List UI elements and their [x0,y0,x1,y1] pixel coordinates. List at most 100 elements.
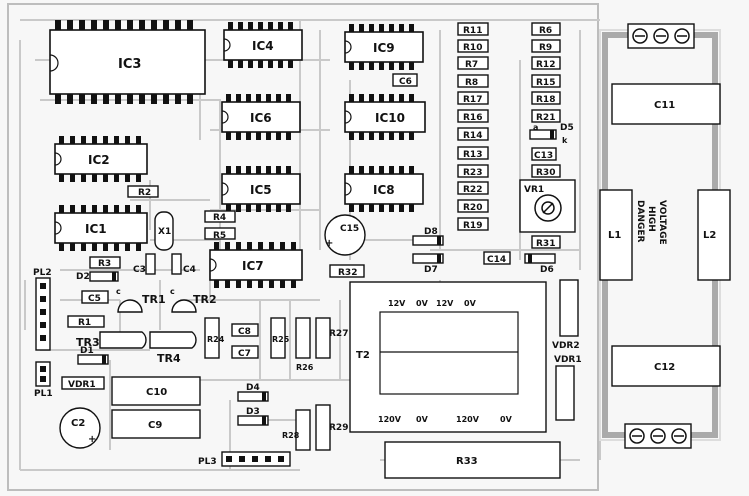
svg-text:R5: R5 [213,231,226,241]
svg-text:C4: C4 [183,265,196,275]
resistor-r22: R22 [457,181,489,195]
svg-text:R17: R17 [463,95,482,105]
resistor-r7: R7 [457,56,489,70]
svg-text:R27: R27 [329,329,348,339]
resistor-bank: R11 R10 R7 R8 R17 R16 R14 R13 R23 R22 R2… [457,22,561,249]
ic6-label: IC6 [250,111,272,125]
svg-text:C7: C7 [238,349,251,359]
crystal-x1: X1 [154,211,174,251]
transistor-tr3: TR3 [76,331,147,349]
svg-text:VR1: VR1 [524,185,544,195]
capacitor-c4: C4 [171,253,196,275]
svg-text:L2: L2 [703,230,716,241]
resistor-r26: R26 [295,317,314,372]
svg-text:R12: R12 [536,60,555,70]
resistor-r24: R24 [204,317,225,359]
terminal-block-bottom [624,423,692,449]
svg-text:C12: C12 [654,362,675,373]
svg-text:R22: R22 [463,185,482,195]
resistor-r31: R31 [531,235,561,249]
svg-text:R21: R21 [536,113,555,123]
varistor-vdr1-left: VDR1 [61,376,105,390]
svg-text:VOLTAGE: VOLTAGE [657,200,667,245]
svg-text:R25: R25 [272,335,290,344]
svg-text:R1: R1 [78,318,91,328]
svg-text:D4: D4 [246,383,260,393]
svg-text:R4: R4 [213,213,226,223]
inductor-l2: L2 [697,189,731,281]
ic9: IC9 [344,24,424,70]
capacitor-c6: C6 [392,73,418,87]
capacitor-c15: C15 + [324,214,366,256]
connector-pl3: PL3 [198,451,291,467]
svg-text:C15: C15 [340,224,359,234]
resistor-r17: R17 [457,91,489,105]
ic10: IC10 [344,94,426,140]
svg-text:0V: 0V [416,415,429,424]
svg-text:R30: R30 [536,168,555,178]
transistor-tr2: TR2 c [170,287,217,313]
connector-pl1: PL1 [34,361,53,399]
terminal-block-top [627,23,695,49]
svg-text:VDR1: VDR1 [68,380,96,390]
transistor-tr4: TR4 [149,331,197,365]
svg-text:R10: R10 [463,43,482,53]
svg-text:TR2: TR2 [193,293,217,306]
svg-text:12V: 12V [436,299,454,308]
svg-text:C2: C2 [71,418,85,429]
svg-text:PL2: PL2 [33,268,52,278]
resistor-r1: R1 [67,315,105,328]
ic2: IC2 [54,136,148,182]
svg-text:D2: D2 [76,272,90,282]
transistor-tr1: TR1 c [116,287,166,313]
ic3-label: IC3 [118,57,141,72]
svg-text:c: c [170,287,175,296]
resistor-r9: R9 [531,39,561,53]
ic9-label: IC9 [373,41,395,55]
svg-text:R8: R8 [465,78,478,88]
svg-text:12V: 12V [388,299,406,308]
svg-text:PL1: PL1 [34,389,53,399]
svg-text:C11: C11 [654,100,675,111]
resistor-r20: R20 [457,199,489,213]
svg-text:k: k [562,136,568,145]
svg-text:HIGH: HIGH [646,206,656,232]
capacitor-c9: C9 [111,409,201,439]
svg-text:R16: R16 [463,113,482,123]
resistor-r18: R18 [531,91,561,105]
board-outline [7,3,599,491]
resistor-r8: R8 [457,74,489,88]
ic7-label: IC7 [242,259,264,273]
resistor-r27: R27 [315,317,348,359]
svg-text:TR1: TR1 [142,293,166,306]
svg-text:D1: D1 [80,346,94,356]
resistor-r19: R19 [457,217,489,231]
resistor-r15: R15 [531,74,561,88]
resistor-r25: R25 [270,317,290,359]
svg-text:L1: L1 [608,230,621,241]
svg-text:C5: C5 [88,294,101,304]
svg-text:+: + [88,434,96,445]
capacitor-c2: C2 + [59,407,101,449]
inductor-l1: L1 [599,189,633,281]
svg-text:PL3: PL3 [198,457,217,467]
svg-text:C8: C8 [238,327,251,337]
ic1-label: IC1 [85,222,107,236]
svg-text:R23: R23 [463,168,482,178]
svg-text:C14: C14 [487,255,506,265]
capacitor-c5: C5 [81,290,109,304]
svg-text:TR4: TR4 [157,352,181,365]
capacitor-c3: C3 [133,253,156,275]
svg-text:C13: C13 [534,151,553,161]
svg-text:D7: D7 [424,265,438,275]
svg-text:R7: R7 [465,60,478,70]
ic10-label: IC10 [375,111,405,125]
resistor-r13: R13 [457,146,489,160]
svg-text:120V: 120V [456,415,480,424]
svg-text:VDR1: VDR1 [554,355,582,365]
resistor-r30: R30 [531,164,561,178]
capacitor-c11: C11 [611,83,721,125]
svg-text:R29: R29 [329,423,348,433]
ic1: IC1 [54,205,148,251]
